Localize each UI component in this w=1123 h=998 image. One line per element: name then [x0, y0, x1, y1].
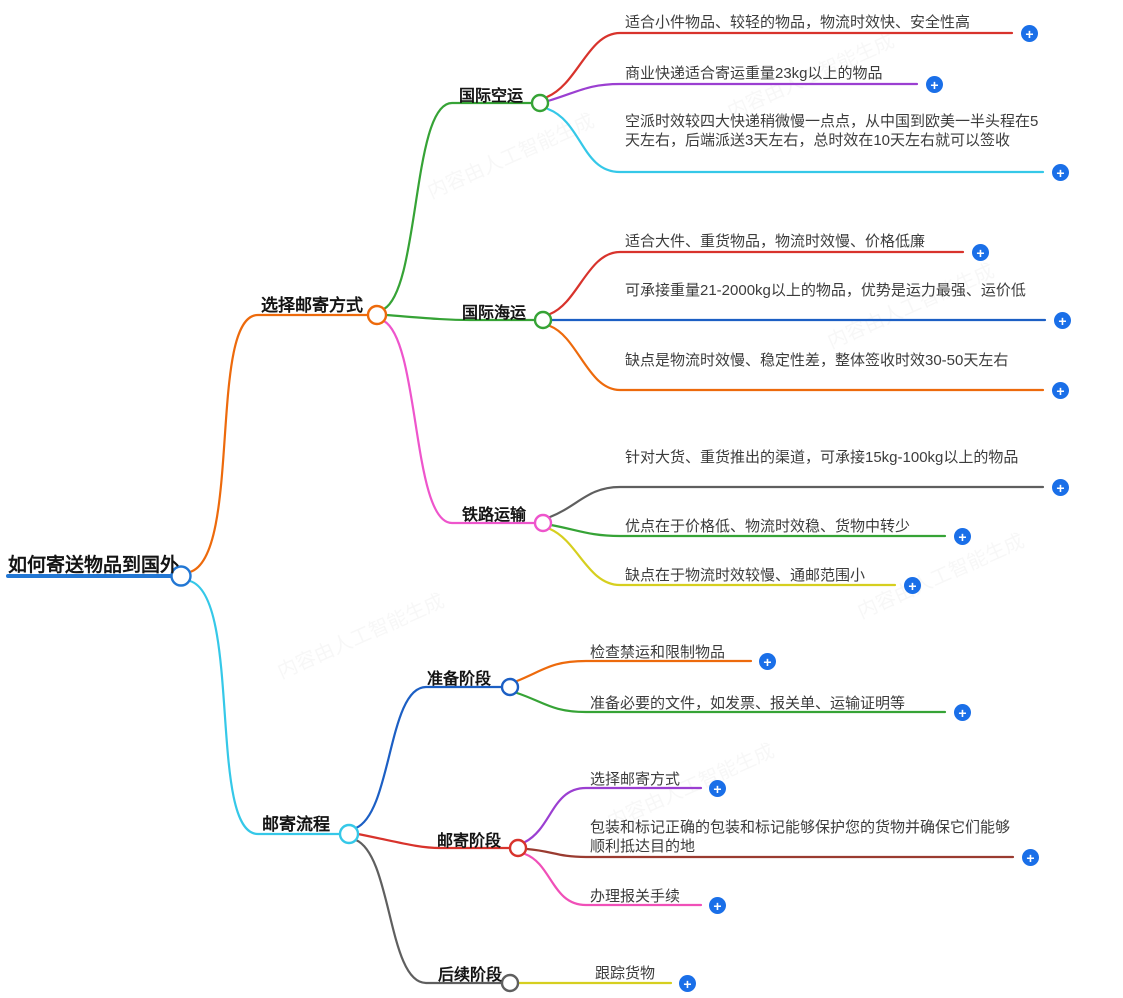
- edge-rail-leaf-3: [548, 527, 897, 587]
- node-prepare-label[interactable]: 准备阶段: [427, 671, 492, 688]
- edge-choose-to-rail: [382, 319, 536, 525]
- edge-mailing-leaf-3: [523, 852, 703, 907]
- edge-air-leaf-3: [546, 107, 1045, 174]
- expand-icon[interactable]: +: [1022, 849, 1039, 866]
- edge-prepare-leaf-1: [515, 659, 753, 683]
- leaf-sea-3[interactable]: 缺点是物流时效慢、稳定性差，整体签收时效30-50天左右: [625, 352, 1009, 369]
- edge-process-to-prepare: [354, 685, 503, 830]
- leaf-mailing-1[interactable]: 选择邮寄方式: [590, 771, 681, 788]
- leaf-rail-2[interactable]: 优点在于价格低、物流时效稳、货物中转少: [625, 518, 911, 535]
- expand-icon[interactable]: +: [1054, 312, 1071, 329]
- root-node-label[interactable]: 如何寄送物品到国外: [8, 555, 180, 576]
- expand-icon[interactable]: +: [972, 244, 989, 261]
- edge-mailing-leaf-1: [523, 786, 703, 844]
- node-circle-mailing[interactable]: [508, 838, 528, 858]
- edge-sea-leaf-1: [548, 250, 965, 316]
- edge-air-leaf-2: [546, 82, 919, 103]
- edge-rail-leaf-1: [548, 485, 1045, 519]
- expand-icon[interactable]: +: [904, 577, 921, 594]
- edge-choose-to-air: [382, 101, 533, 311]
- node-air-label[interactable]: 国际空运: [459, 88, 524, 105]
- node-followup-label[interactable]: 后续阶段: [438, 967, 503, 984]
- edge-rail-leaf-2: [549, 523, 947, 538]
- branch-choose-method-label[interactable]: 选择邮寄方式: [261, 296, 363, 315]
- expand-icon[interactable]: +: [1052, 164, 1069, 181]
- node-circle-followup[interactable]: [500, 973, 520, 993]
- expand-icon[interactable]: +: [1052, 382, 1069, 399]
- edge-air-leaf-1: [545, 31, 1014, 99]
- expand-icon[interactable]: +: [679, 975, 696, 992]
- expand-icon[interactable]: +: [926, 76, 943, 93]
- node-mailing-label[interactable]: 邮寄阶段: [437, 833, 502, 850]
- edge-process-to-followup: [354, 838, 503, 985]
- leaf-mailing-3[interactable]: 办理报关手续: [590, 888, 681, 905]
- edge-mailing-leaf-2: [525, 847, 1015, 859]
- expand-icon[interactable]: +: [1052, 479, 1069, 496]
- leaf-sea-1[interactable]: 适合大件、重货物品，物流时效慢、价格低廉: [625, 233, 926, 250]
- node-circle-mail-process[interactable]: [338, 823, 360, 845]
- expand-icon[interactable]: +: [759, 653, 776, 670]
- leaf-rail-1[interactable]: 针对大货、重货推出的渠道，可承接15kg-100kg以上的物品: [625, 449, 1019, 466]
- node-circle-root[interactable]: [170, 565, 192, 587]
- leaf-mailing-2[interactable]: 包装和标记正确的包装和标记能够保护您的货物并确保它们能够顺利抵达目的地: [590, 819, 1011, 855]
- leaf-air-3[interactable]: 空派时效较四大快递稍微慢一点点，从中国到欧美一半头程在5天左右，后端派送3天左右…: [625, 113, 1039, 149]
- edge-process-to-mailing: [356, 832, 511, 850]
- edge-root-to-mail-process: [188, 579, 342, 836]
- leaf-sea-2[interactable]: 可承接重量21-2000kg以上的物品，优势是运力最强、运价低: [625, 282, 1026, 299]
- node-circle-prepare[interactable]: [500, 677, 520, 697]
- node-circle-air[interactable]: [530, 93, 550, 113]
- leaf-prepare-2[interactable]: 准备必要的文件，如发票、报关单、运输证明等: [590, 695, 906, 712]
- leaf-rail-3[interactable]: 缺点在于物流时效较慢、通邮范围小: [625, 567, 866, 584]
- node-sea-label[interactable]: 国际海运: [462, 305, 527, 322]
- expand-icon[interactable]: +: [954, 528, 971, 545]
- expand-icon[interactable]: +: [954, 704, 971, 721]
- edge-choose-to-sea: [384, 313, 536, 322]
- edge-prepare-leaf-2: [515, 691, 947, 714]
- node-circle-choose-method[interactable]: [366, 304, 388, 326]
- node-circle-sea[interactable]: [533, 310, 553, 330]
- leaf-followup-1[interactable]: 跟踪货物: [595, 965, 656, 982]
- expand-icon[interactable]: +: [1021, 25, 1038, 42]
- leaf-air-2[interactable]: 商业快递适合寄运重量23kg以上的物品: [625, 65, 883, 82]
- branch-mail-process-label[interactable]: 邮寄流程: [262, 815, 330, 834]
- node-circle-rail[interactable]: [533, 513, 553, 533]
- edge-root-to-choose-method: [188, 313, 370, 574]
- node-rail-label[interactable]: 铁路运输: [462, 507, 527, 524]
- edge-sea-leaf-3: [548, 324, 1045, 392]
- expand-icon[interactable]: +: [709, 897, 726, 914]
- leaf-prepare-1[interactable]: 检查禁运和限制物品: [590, 644, 726, 661]
- expand-icon[interactable]: +: [709, 780, 726, 797]
- leaf-air-1[interactable]: 适合小件物品、较轻的物品，物流时效快、安全性高: [625, 14, 971, 31]
